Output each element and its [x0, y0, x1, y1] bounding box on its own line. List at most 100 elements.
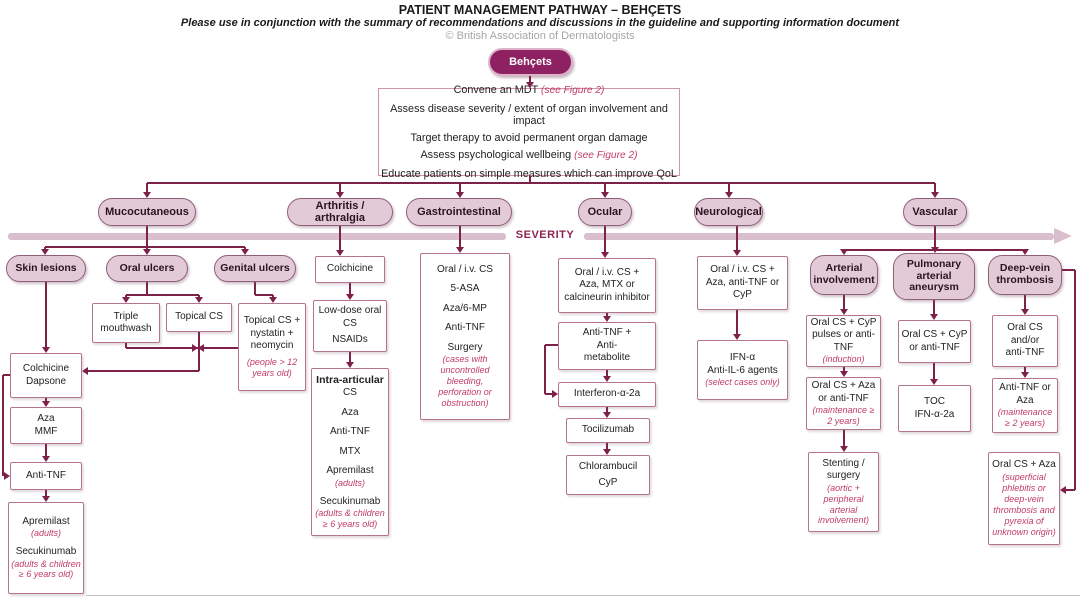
node-text: Aza — [341, 406, 359, 418]
category-label: Vascular — [912, 205, 958, 218]
node-note: (adults & children ≥ 6 years old) — [315, 508, 385, 530]
mdt-line-4: Assess psychological wellbeing (see Figu… — [379, 149, 679, 162]
flow-connector — [736, 226, 738, 250]
page-bottom-border — [86, 595, 1080, 596]
flow-connector — [933, 363, 935, 379]
node-text: Surgery — [447, 341, 483, 353]
flow-arrowhead-icon — [4, 472, 10, 480]
flow-arrowhead-icon — [1021, 372, 1029, 378]
category-mucocutaneous: Mucocutaneous — [98, 198, 196, 226]
node-note: (adults) — [334, 477, 365, 488]
node-ocular-step1: Oral / i.v. CS + Aza, MTX or calcineurin… — [558, 258, 656, 313]
node-note: (adults & children ≥ 6 years old) — [11, 558, 81, 580]
node-note: (maintenance ≥ 2 years) — [997, 407, 1053, 428]
node-text: Interferon-α-2a — [573, 388, 641, 400]
flow-connector — [604, 226, 606, 252]
flow-arrowhead-icon — [931, 247, 939, 253]
mdt-line-1-text: Convene an MDT — [453, 84, 538, 97]
page-subtitle: Please use in conjunction with the summa… — [180, 17, 900, 29]
node-stenting-surgery: Stenting / surgery (aortic + peripheral … — [808, 452, 879, 532]
node-triple-mouthwash: Triple mouthwash — [92, 303, 160, 343]
flow-arrowhead-icon — [601, 192, 609, 198]
flow-arrowhead-icon — [930, 314, 938, 320]
node-topical-cs: Topical CS — [166, 303, 232, 332]
flow-connector — [126, 347, 238, 349]
flow-connector — [606, 370, 608, 376]
flow-arrowhead-icon — [552, 390, 558, 398]
node-text: Chlorambucil — [578, 460, 638, 472]
node-dvt-step1: Oral CS and/or anti-TNF — [992, 315, 1058, 367]
node-text: IFN-α — [729, 352, 756, 364]
flow-connector — [1024, 295, 1026, 309]
category-arthritis: Arthritis / arthralgia — [287, 198, 393, 226]
node-note: (select cases only) — [705, 377, 780, 388]
node-label: Skin lesions — [15, 261, 77, 274]
node-note: (maintenance ≥ 2 years) — [812, 405, 875, 426]
node-text: NSAIDs — [332, 334, 368, 346]
flow-connector — [146, 247, 148, 250]
node-label: Oral ulcers — [119, 261, 175, 274]
mdt-line-2: Assess disease severity / extent of orga… — [390, 102, 668, 127]
flow-connector — [349, 352, 351, 362]
flow-arrowhead-icon — [840, 446, 848, 452]
flow-connector — [254, 282, 256, 295]
flow-connector — [606, 407, 608, 412]
severity-bar-right — [584, 233, 1054, 240]
mdt-line-4-note: (see Figure 2) — [574, 150, 638, 162]
flow-connector — [126, 294, 199, 296]
flow-arrowhead-icon — [192, 344, 198, 352]
node-dvt-step2: Anti-TNF or Aza (maintenance ≥ 2 years) — [992, 378, 1058, 433]
category-gastrointestinal: Gastrointestinal — [406, 198, 512, 226]
flow-arrowhead-icon — [733, 334, 741, 340]
flow-arrowhead-icon — [456, 247, 464, 253]
node-ocular-step2: Anti-TNF + Anti-metabolite — [558, 322, 656, 370]
node-intra-articular-group: Intra-articular CS Aza Anti-TNF MTX Apre… — [311, 368, 389, 536]
flow-connector — [339, 183, 341, 192]
node-text: TOC — [924, 396, 945, 407]
node-text: Apremilast — [326, 465, 374, 477]
node-text: Oral CS + CyP pulses or anti-TNF — [810, 316, 877, 353]
node-text: Anti-IL-6 agents — [707, 364, 778, 376]
node-label: Genital ulcers — [220, 261, 290, 274]
mdt-line-1: Convene an MDT (see Figure 2) — [379, 84, 679, 97]
flow-arrowhead-icon — [346, 294, 354, 300]
node-text: Anti-TNF or Aza — [999, 382, 1051, 406]
category-label: Mucocutaneous — [105, 205, 189, 218]
category-label: Ocular — [587, 205, 623, 218]
node-neuro-step1: Oral / i.v. CS + Aza, anti-TNF or CyP — [697, 256, 788, 310]
flow-connector — [45, 246, 245, 248]
node-aza-mmf: Aza MMF — [10, 407, 82, 444]
flow-connector — [545, 344, 558, 346]
flow-connector — [86, 370, 199, 372]
node-note: (people > 12 years old) — [246, 356, 298, 378]
mdt-line-4-text: Assess psychological wellbeing — [420, 149, 572, 162]
flow-connector — [198, 295, 200, 298]
node-skin-lesions: Skin lesions — [6, 255, 86, 282]
node-text: Oral / i.v. CS + Aza, MTX or calcineurin… — [564, 266, 650, 303]
flow-connector — [529, 76, 531, 82]
node-text: Anti-TNF — [445, 322, 485, 334]
node-tocilizumab: Tocilizumab — [566, 418, 650, 443]
flow-connector — [146, 226, 148, 247]
flow-arrowhead-icon — [143, 249, 151, 255]
node-text: Dapsone — [25, 375, 67, 387]
node-text: IFN-α-2a — [914, 408, 955, 420]
node-chlorambucil-cyp: Chlorambucil CyP — [566, 455, 650, 495]
node-deep-vein-thrombosis: Deep-vein thrombosis — [988, 255, 1062, 295]
flow-connector — [459, 226, 461, 247]
flow-connector — [843, 367, 845, 371]
flow-connector — [125, 295, 127, 298]
flow-arrowhead-icon — [603, 316, 611, 322]
node-neuro-step2: IFN-α Anti-IL-6 agents (select cases onl… — [697, 340, 788, 400]
node-topical-cs-nystatin: Topical CS + nystatin + neomycin (people… — [238, 303, 306, 391]
flow-connector — [529, 176, 531, 183]
node-text: Triple mouthwash — [100, 310, 152, 335]
flow-connector — [843, 295, 845, 309]
node-text: Colchicine — [326, 263, 374, 275]
node-arterial-involvement: Arterial involvement — [810, 255, 878, 295]
category-label: Arthritis / arthralgia — [314, 199, 366, 224]
node-behcets-label: Behçets — [509, 56, 552, 68]
flow-arrowhead-icon — [42, 496, 50, 502]
node-interferon: Interferon-α-2a — [558, 382, 656, 407]
flow-connector — [736, 310, 738, 334]
